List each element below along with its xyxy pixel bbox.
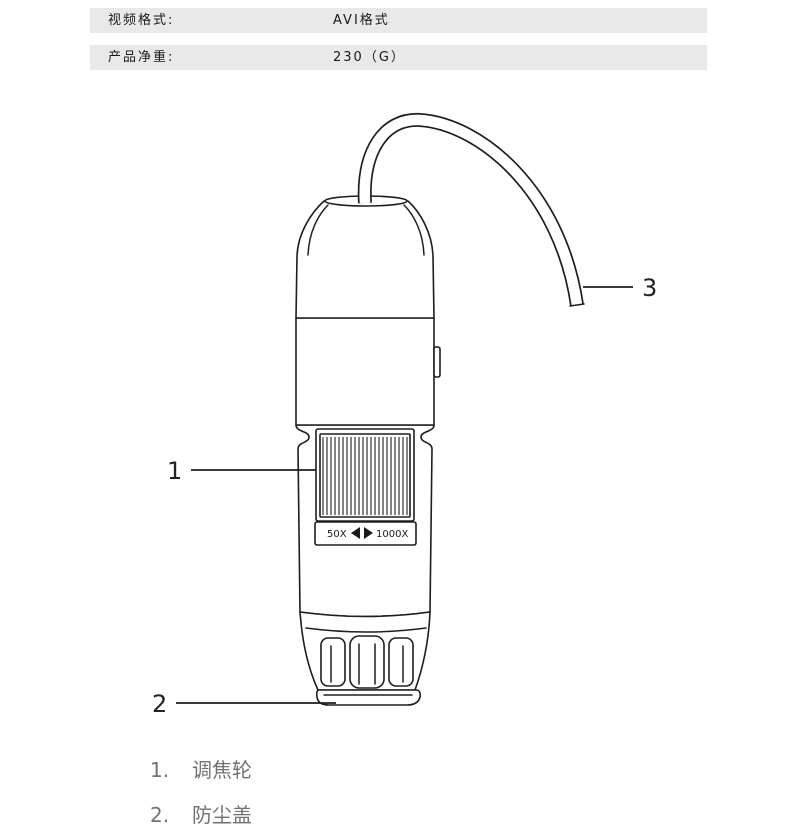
microscope-diagram: 50X 1000X 1 2 3	[152, 112, 657, 718]
focus-wheel-ribs	[322, 437, 408, 515]
spec-value: 230（G）	[333, 50, 406, 65]
side-button	[433, 346, 441, 378]
arrow-right-icon	[364, 527, 373, 539]
dust-cap-rim-line	[305, 627, 427, 633]
legend-text: 调焦轮	[192, 758, 252, 782]
spec-value: AVI格式	[333, 13, 390, 28]
parts-legend: 1. 调焦轮 2. 防尘盖	[150, 756, 252, 829]
middle-housing	[295, 317, 435, 426]
legend-text: 防尘盖	[192, 803, 252, 827]
spec-row-net-weight: 产品净重: 230（G）	[90, 45, 707, 70]
usb-cable-end	[569, 303, 585, 307]
arrow-left-icon	[351, 527, 360, 539]
spec-label: 视频格式:	[108, 13, 175, 28]
legend-item: 2. 防尘盖	[150, 801, 252, 829]
top-housing-edge-line	[403, 204, 425, 256]
dust-cap-rim	[315, 689, 421, 706]
callout-label-1: 1	[167, 457, 182, 485]
zoom-max-label: 1000X	[376, 529, 408, 540]
legend-item: 1. 调焦轮	[150, 756, 252, 784]
dust-cap-ridge	[388, 637, 414, 687]
usb-cable	[359, 114, 583, 306]
callout-label-3: 3	[642, 274, 657, 302]
zoom-min-label: 50X	[327, 529, 347, 540]
legend-number: 2.	[150, 803, 170, 827]
dust-cap-ridge	[349, 635, 385, 689]
focus-wheel	[319, 433, 411, 518]
spec-label: 产品净重:	[108, 50, 175, 65]
dust-cap-ridge	[320, 637, 346, 687]
callout-label-2: 2	[152, 690, 167, 718]
legend-number: 1.	[150, 758, 170, 782]
top-housing-edge-line	[307, 204, 329, 256]
spec-row-video-format: 视频格式: AVI格式	[90, 8, 707, 33]
